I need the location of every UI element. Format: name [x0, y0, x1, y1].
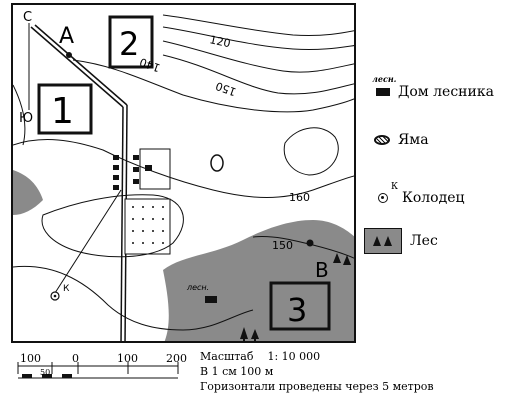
- orchard-dots: [132, 206, 164, 244]
- forest-area-west: [13, 170, 43, 215]
- building: [133, 179, 139, 184]
- scale-tick-0: 0: [72, 352, 79, 365]
- legend-forester-sublabel: лесн.: [372, 74, 397, 84]
- forester-house-icon: [205, 296, 217, 303]
- building: [113, 185, 119, 190]
- garden-plot: [139, 148, 171, 190]
- legend-label: Дом лесника: [398, 84, 494, 100]
- tree-icon: [333, 253, 351, 265]
- scale-bar: [17, 362, 179, 379]
- point-b-marker: [306, 239, 314, 247]
- legend-label: Яма: [398, 132, 429, 148]
- legend-well-sublabel: К: [391, 182, 398, 192]
- building: [113, 175, 119, 180]
- point-b-label: В: [315, 258, 329, 282]
- well-icon-center: [53, 294, 57, 298]
- topographic-map: А В С Ю 1 2 3 120 140 150 160 150 лесн.: [11, 3, 356, 343]
- contour-interval-note: Горизонтали проведены через 5 метров: [200, 380, 434, 393]
- south-label: Ю: [19, 111, 33, 126]
- contour-label-120: 120: [208, 33, 231, 50]
- scale-tick-100-left: 100: [20, 352, 41, 365]
- box-3: 3: [269, 281, 331, 331]
- svg-text:2: 2: [119, 25, 139, 63]
- road-main: [120, 106, 124, 341]
- building: [113, 165, 119, 170]
- pit-icon: [210, 154, 224, 172]
- building: [113, 155, 119, 160]
- building: [133, 155, 139, 160]
- point-a-label: А: [59, 24, 74, 49]
- path-to-well: [54, 189, 122, 294]
- well-icon: К: [378, 182, 398, 203]
- contour-label-150-b: 150: [272, 239, 293, 252]
- legend-label: Колодец: [402, 190, 465, 206]
- road-north: [30, 26, 124, 108]
- scale-tick-50: 50: [40, 368, 51, 377]
- scale-unit-line: В 1 см 100 м: [200, 365, 274, 378]
- building: [145, 165, 152, 171]
- box-2: 2: [108, 15, 154, 69]
- scale-tick-100: 100: [117, 352, 138, 365]
- forest-icon: [364, 228, 402, 254]
- contour-label-140: 140: [138, 55, 162, 74]
- legend-item-forest: Лес: [362, 228, 438, 254]
- legend-item-forester-house: Дом лесника: [362, 84, 494, 100]
- scale-ratio: 1: 10 000: [267, 350, 321, 363]
- tree-icon: [240, 327, 259, 341]
- svg-text:1: 1: [51, 91, 74, 132]
- road-north-2: [34, 24, 128, 106]
- map-legend: лесн. Дом лесника Яма К Колодец Лес: [362, 60, 517, 300]
- pit-icon: [374, 135, 390, 145]
- north-label: С: [23, 10, 32, 25]
- contour-lines: [13, 14, 354, 331]
- forester-house-label: лесн.: [186, 283, 209, 292]
- legend-item-well: К Колодец: [362, 182, 465, 206]
- building: [133, 167, 139, 172]
- well-label: К: [63, 284, 70, 294]
- forester-house-icon: [376, 88, 390, 96]
- point-a-marker: [66, 52, 72, 58]
- legend-item-pit: Яма: [362, 132, 429, 148]
- scale-tick-200: 200: [166, 352, 187, 365]
- orchard: [124, 198, 171, 255]
- legend-label: Лес: [410, 233, 438, 249]
- box-1: 1: [37, 83, 93, 135]
- contour-label-160: 160: [289, 191, 310, 204]
- forest-area: [163, 220, 354, 341]
- map-canvas: А В С Ю 1 2 3 120 140 150 160 150 лесн.: [13, 10, 354, 341]
- svg-text:3: 3: [287, 291, 307, 329]
- contour-label-150: 150: [214, 79, 238, 98]
- scale-section: 100 50 0 100 200 Масштаб 1: 10 000 В 1 с…: [0, 348, 517, 410]
- scale-title: Масштаб 1: 10 000: [200, 350, 321, 363]
